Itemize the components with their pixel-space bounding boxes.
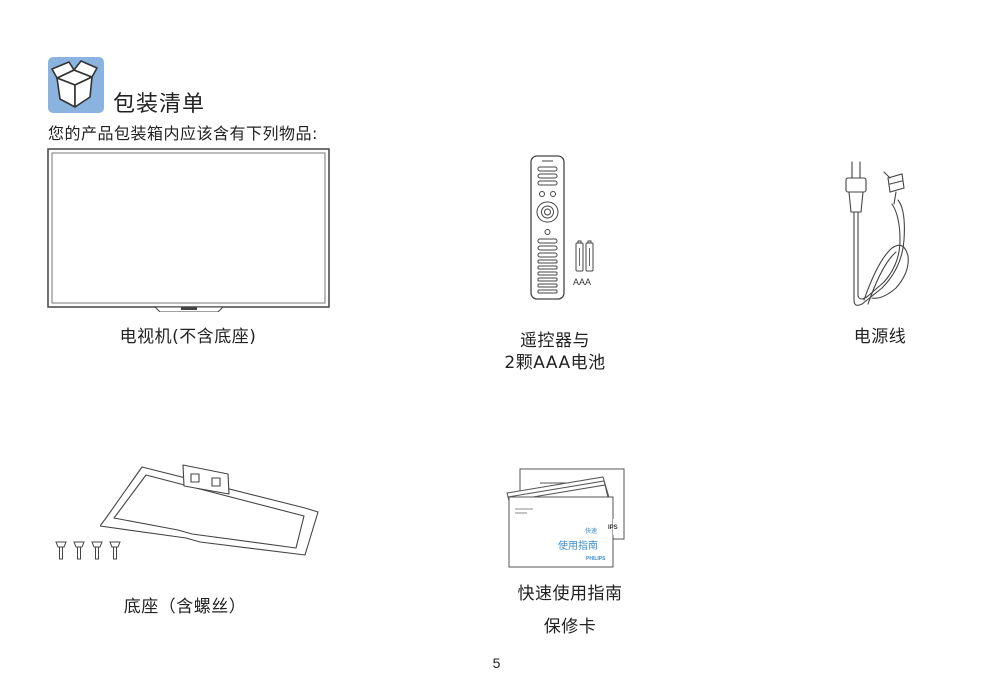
remote-control-illustration (530, 155, 565, 300)
stand-label: 底座（含螺丝） (123, 597, 247, 617)
page-number: 5 (492, 655, 501, 671)
aaa-batteries-illustration (575, 240, 595, 272)
battery-label: AAA (573, 277, 592, 287)
booklet-text-small: 快速 (585, 528, 598, 535)
booklet-brand: PHILIPS (586, 556, 606, 562)
screws-illustration (55, 540, 125, 560)
tv-label: 电视机(不含底座) (119, 327, 257, 347)
quick-guide-illustration (505, 467, 625, 570)
remote-label-line1: 遥控器与 (520, 331, 590, 351)
box-icon (48, 57, 104, 113)
tv-illustration (47, 148, 331, 313)
quick-guide-label-line1: 快速使用指南 (517, 584, 623, 604)
booklet-brand-edge: IPS (608, 525, 618, 531)
stand-illustration (99, 460, 325, 560)
power-cord-illustration (838, 160, 918, 310)
booklet-text-main: 使用指南 (558, 541, 598, 552)
warranty-card-label: 保修卡 (543, 617, 597, 637)
intro-text: 您的产品包装箱内应该含有下列物品: (48, 124, 318, 143)
power-cord-label: 电源线 (853, 327, 907, 347)
remote-label-line2: 2颗AAA电池 (504, 353, 606, 373)
page-title: 包装清单 (113, 92, 206, 117)
